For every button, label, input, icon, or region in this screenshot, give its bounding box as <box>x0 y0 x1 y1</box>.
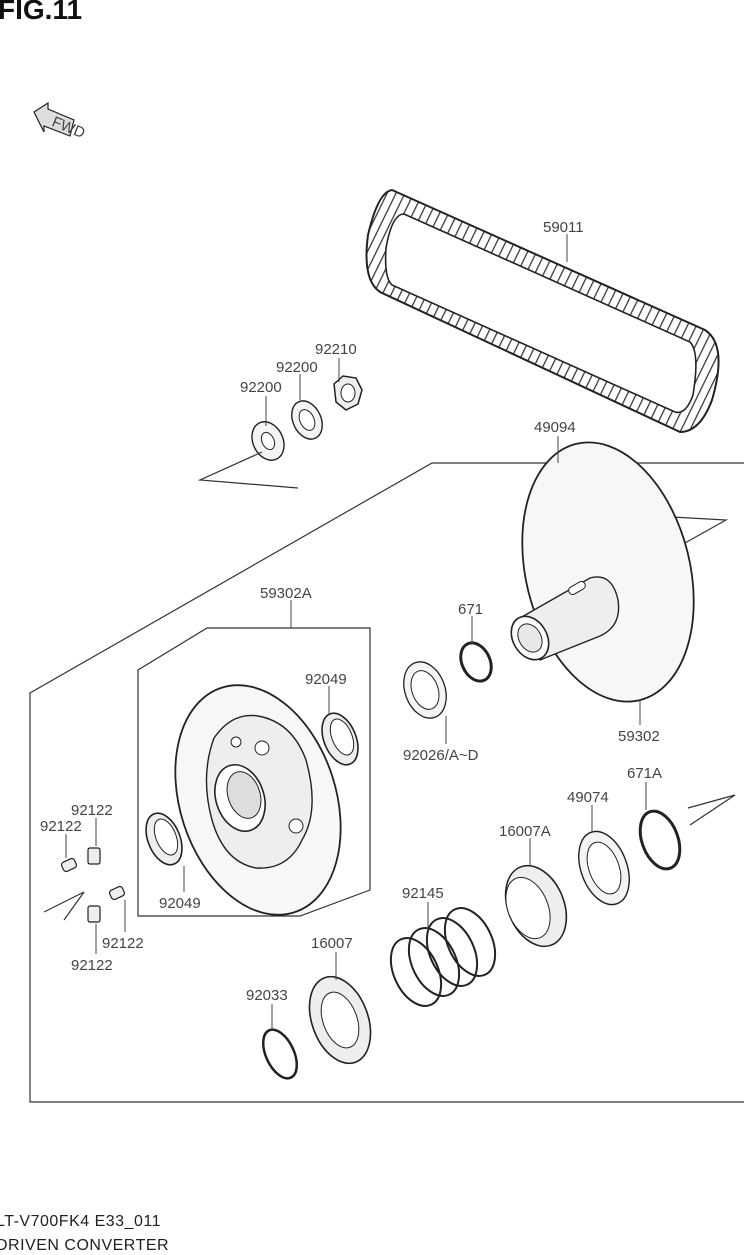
label-92122-top-left: 92122 <box>40 818 82 835</box>
spring-92145 <box>389 907 497 1007</box>
label-92049-lower: 92049 <box>159 895 201 912</box>
washer-92200-inner <box>251 421 285 461</box>
label-92145: 92145 <box>402 885 444 902</box>
drawing-code: LT-V700FK4 E33_011 <box>0 1213 161 1230</box>
label-92122-bottom-right: 92122 <box>102 935 144 952</box>
label-92122-bottom-left: 92122 <box>71 957 113 974</box>
washer-49074 <box>578 830 630 906</box>
fixed-sheave <box>174 684 342 916</box>
label-671: 671 <box>458 601 483 618</box>
movable-sheave <box>510 441 695 703</box>
label-92200-outer: 92200 <box>276 359 318 376</box>
label-92026: 92026/A~D <box>403 747 479 764</box>
label-92033: 92033 <box>246 987 288 1004</box>
label-49094: 49094 <box>534 419 576 436</box>
assembly-outline <box>29 462 744 1103</box>
drive-belt <box>365 188 720 434</box>
figure-title: FIG.11 <box>0 0 83 25</box>
o-ring-671 <box>459 641 493 683</box>
bearing-92049-upper <box>321 712 359 766</box>
label-92210: 92210 <box>315 341 357 358</box>
grease-nipples-92122 <box>60 847 126 923</box>
shim-92026 <box>403 661 447 719</box>
retainer-16007 <box>308 975 372 1065</box>
label-59302: 59302 <box>618 728 660 745</box>
drawing-caption: DRIVEN CONVERTER <box>0 1237 170 1254</box>
fwd-arrow-icon: FWD <box>33 101 88 142</box>
label-16007: 16007 <box>311 935 353 952</box>
axis-arrow-left <box>43 891 85 921</box>
circlip-92033 <box>261 1028 299 1080</box>
label-671A: 671A <box>627 765 662 782</box>
leader-lines <box>65 234 647 1030</box>
label-49074: 49074 <box>567 789 609 806</box>
axis-arrow-right-lower <box>687 794 736 826</box>
label-59302A: 59302A <box>260 585 312 602</box>
nut-92210 <box>333 375 363 411</box>
label-92049-upper: 92049 <box>305 671 347 688</box>
washer-92200-outer <box>291 400 323 440</box>
label-59011: 59011 <box>543 219 584 236</box>
label-92200-inner: 92200 <box>240 379 282 396</box>
fwd-label: FWD <box>49 113 87 142</box>
o-ring-671A <box>638 809 682 871</box>
sheave-subassembly-box <box>137 627 371 917</box>
bearing-92049-lower <box>145 812 183 866</box>
axis-line-upper <box>197 451 299 489</box>
label-92122-top-right: 92122 <box>71 802 113 819</box>
axis-arrow-right <box>671 516 729 549</box>
cam-16007A <box>504 864 568 948</box>
label-16007A: 16007A <box>499 823 551 840</box>
